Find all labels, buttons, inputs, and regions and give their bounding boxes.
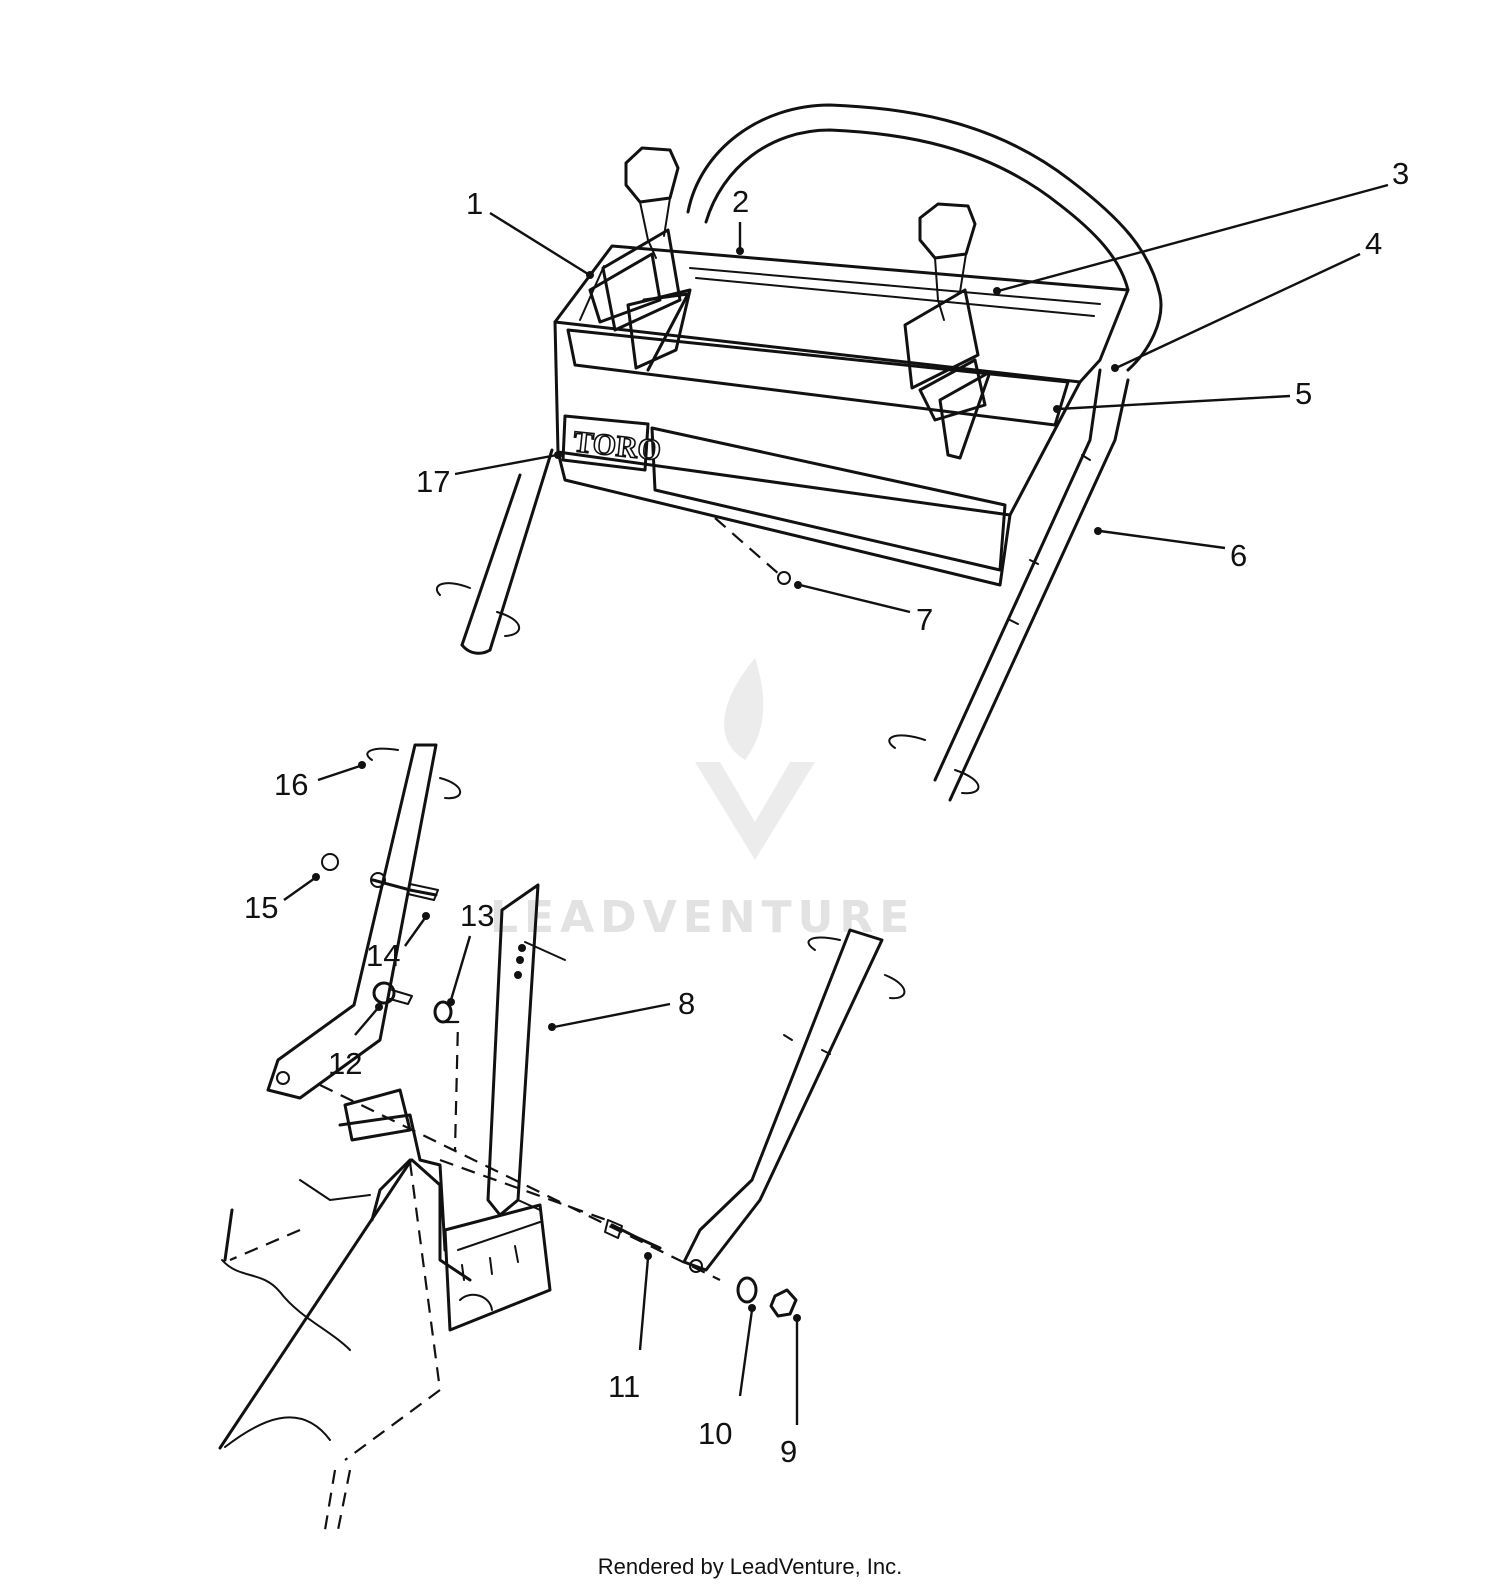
callout-3: 3 xyxy=(993,156,1409,295)
leadventure-watermark: LEADVENTURE xyxy=(490,658,915,943)
svg-text:8: 8 xyxy=(678,986,695,1021)
svg-text:1: 1 xyxy=(466,186,483,221)
callout-15: 15 xyxy=(244,873,320,925)
svg-text:5: 5 xyxy=(1295,376,1312,411)
callout-6: 6 xyxy=(1094,527,1247,573)
svg-text:3: 3 xyxy=(1392,156,1409,191)
callout-4: 4 xyxy=(1111,226,1382,372)
lower-handle-assembly xyxy=(218,743,906,1531)
svg-text:17: 17 xyxy=(416,464,450,499)
svg-text:2: 2 xyxy=(732,184,749,219)
callout-7: 7 xyxy=(794,581,933,637)
svg-text:9: 9 xyxy=(780,1434,797,1469)
callouts: 1 2 3 4 5 6 7 8 xyxy=(244,156,1409,1469)
svg-text:4: 4 xyxy=(1365,226,1382,261)
svg-text:6: 6 xyxy=(1230,538,1247,573)
watermark-text: LEADVENTURE xyxy=(490,892,915,943)
callout-2: 2 xyxy=(732,184,749,255)
svg-text:7: 7 xyxy=(916,602,933,637)
callout-5: 5 xyxy=(1053,376,1312,413)
callout-14: 14 xyxy=(366,912,430,973)
callout-8: 8 xyxy=(548,986,695,1031)
svg-text:11: 11 xyxy=(608,1369,640,1404)
callout-17: 17 xyxy=(416,451,562,499)
callout-9: 9 xyxy=(780,1314,801,1469)
callout-11: 11 xyxy=(608,1252,652,1404)
callout-1: 1 xyxy=(466,186,594,279)
svg-text:14: 14 xyxy=(366,938,400,973)
callout-13: 13 xyxy=(447,898,494,1006)
render-credit: Rendered by LeadVenture, Inc. xyxy=(597,1554,903,1579)
svg-text:12: 12 xyxy=(328,1046,362,1081)
callout-16: 16 xyxy=(274,761,366,802)
svg-text:10: 10 xyxy=(698,1416,732,1451)
svg-text:13: 13 xyxy=(460,898,494,933)
upper-handle-assembly: TORO xyxy=(435,103,1163,802)
callout-10: 10 xyxy=(698,1304,756,1451)
svg-text:16: 16 xyxy=(274,767,308,802)
svg-text:15: 15 xyxy=(244,890,278,925)
callout-12: 12 xyxy=(328,1003,383,1081)
